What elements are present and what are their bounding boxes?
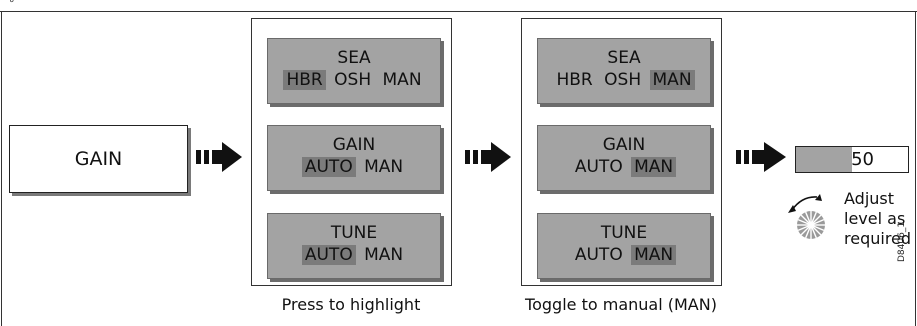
- option-auto[interactable]: AUTO: [301, 245, 356, 265]
- option-osh[interactable]: OSH: [334, 70, 372, 90]
- arrow-icon: [196, 142, 242, 172]
- menu-title: GAIN: [602, 135, 646, 155]
- menu-panel-toggle: SEA HBR OSH MAN GAIN AUTO MAN TUNE AUTO …: [521, 18, 722, 286]
- option-hbr[interactable]: HBR: [556, 70, 593, 90]
- option-man[interactable]: MAN: [382, 70, 422, 90]
- panel-caption-toggle: Toggle to manual (MAN): [525, 295, 717, 314]
- gain-menu[interactable]: GAIN AUTO MAN: [537, 125, 711, 191]
- menu-title: GAIN: [332, 135, 376, 155]
- figure-reference: D8406_1: [897, 221, 907, 262]
- rotary-knob-icon[interactable]: [784, 192, 842, 244]
- tune-menu[interactable]: TUNE AUTO MAN: [537, 213, 711, 279]
- panel-caption-press: Press to highlight: [281, 295, 421, 314]
- option-auto[interactable]: AUTO: [301, 157, 356, 177]
- menu-title: TUNE: [600, 223, 648, 243]
- arrow-icon: [736, 142, 786, 172]
- option-man[interactable]: MAN: [649, 70, 695, 90]
- arrow-icon: [465, 142, 511, 172]
- gain-level-fill: [796, 147, 852, 172]
- gain-menu[interactable]: GAIN AUTO MAN: [267, 125, 441, 191]
- sea-menu[interactable]: SEA HBR OSH MAN: [537, 38, 711, 104]
- option-man[interactable]: MAN: [364, 245, 404, 265]
- menu-panel-press: SEA HBR OSH MAN GAIN AUTO MAN TUNE AUTO …: [251, 18, 452, 286]
- gain-key-label: GAIN: [74, 148, 123, 170]
- menu-title: SEA: [337, 48, 371, 68]
- option-hbr[interactable]: HBR: [283, 70, 326, 90]
- option-osh[interactable]: OSH: [604, 70, 642, 90]
- gain-level-value: 50: [851, 149, 874, 170]
- degree-mark: °: [9, 0, 15, 10]
- gain-level-bar[interactable]: 50: [795, 146, 909, 173]
- adjust-level-label: Adjust level as required: [844, 189, 912, 248]
- gain-key-button[interactable]: GAIN: [9, 125, 188, 193]
- sea-menu[interactable]: SEA HBR OSH MAN: [267, 38, 441, 104]
- option-man[interactable]: MAN: [364, 157, 404, 177]
- option-auto[interactable]: AUTO: [574, 245, 623, 265]
- option-man[interactable]: MAN: [631, 157, 677, 177]
- menu-title: TUNE: [330, 223, 378, 243]
- option-man[interactable]: MAN: [631, 245, 677, 265]
- tune-menu[interactable]: TUNE AUTO MAN: [267, 213, 441, 279]
- option-auto[interactable]: AUTO: [574, 157, 623, 177]
- menu-title: SEA: [607, 48, 641, 68]
